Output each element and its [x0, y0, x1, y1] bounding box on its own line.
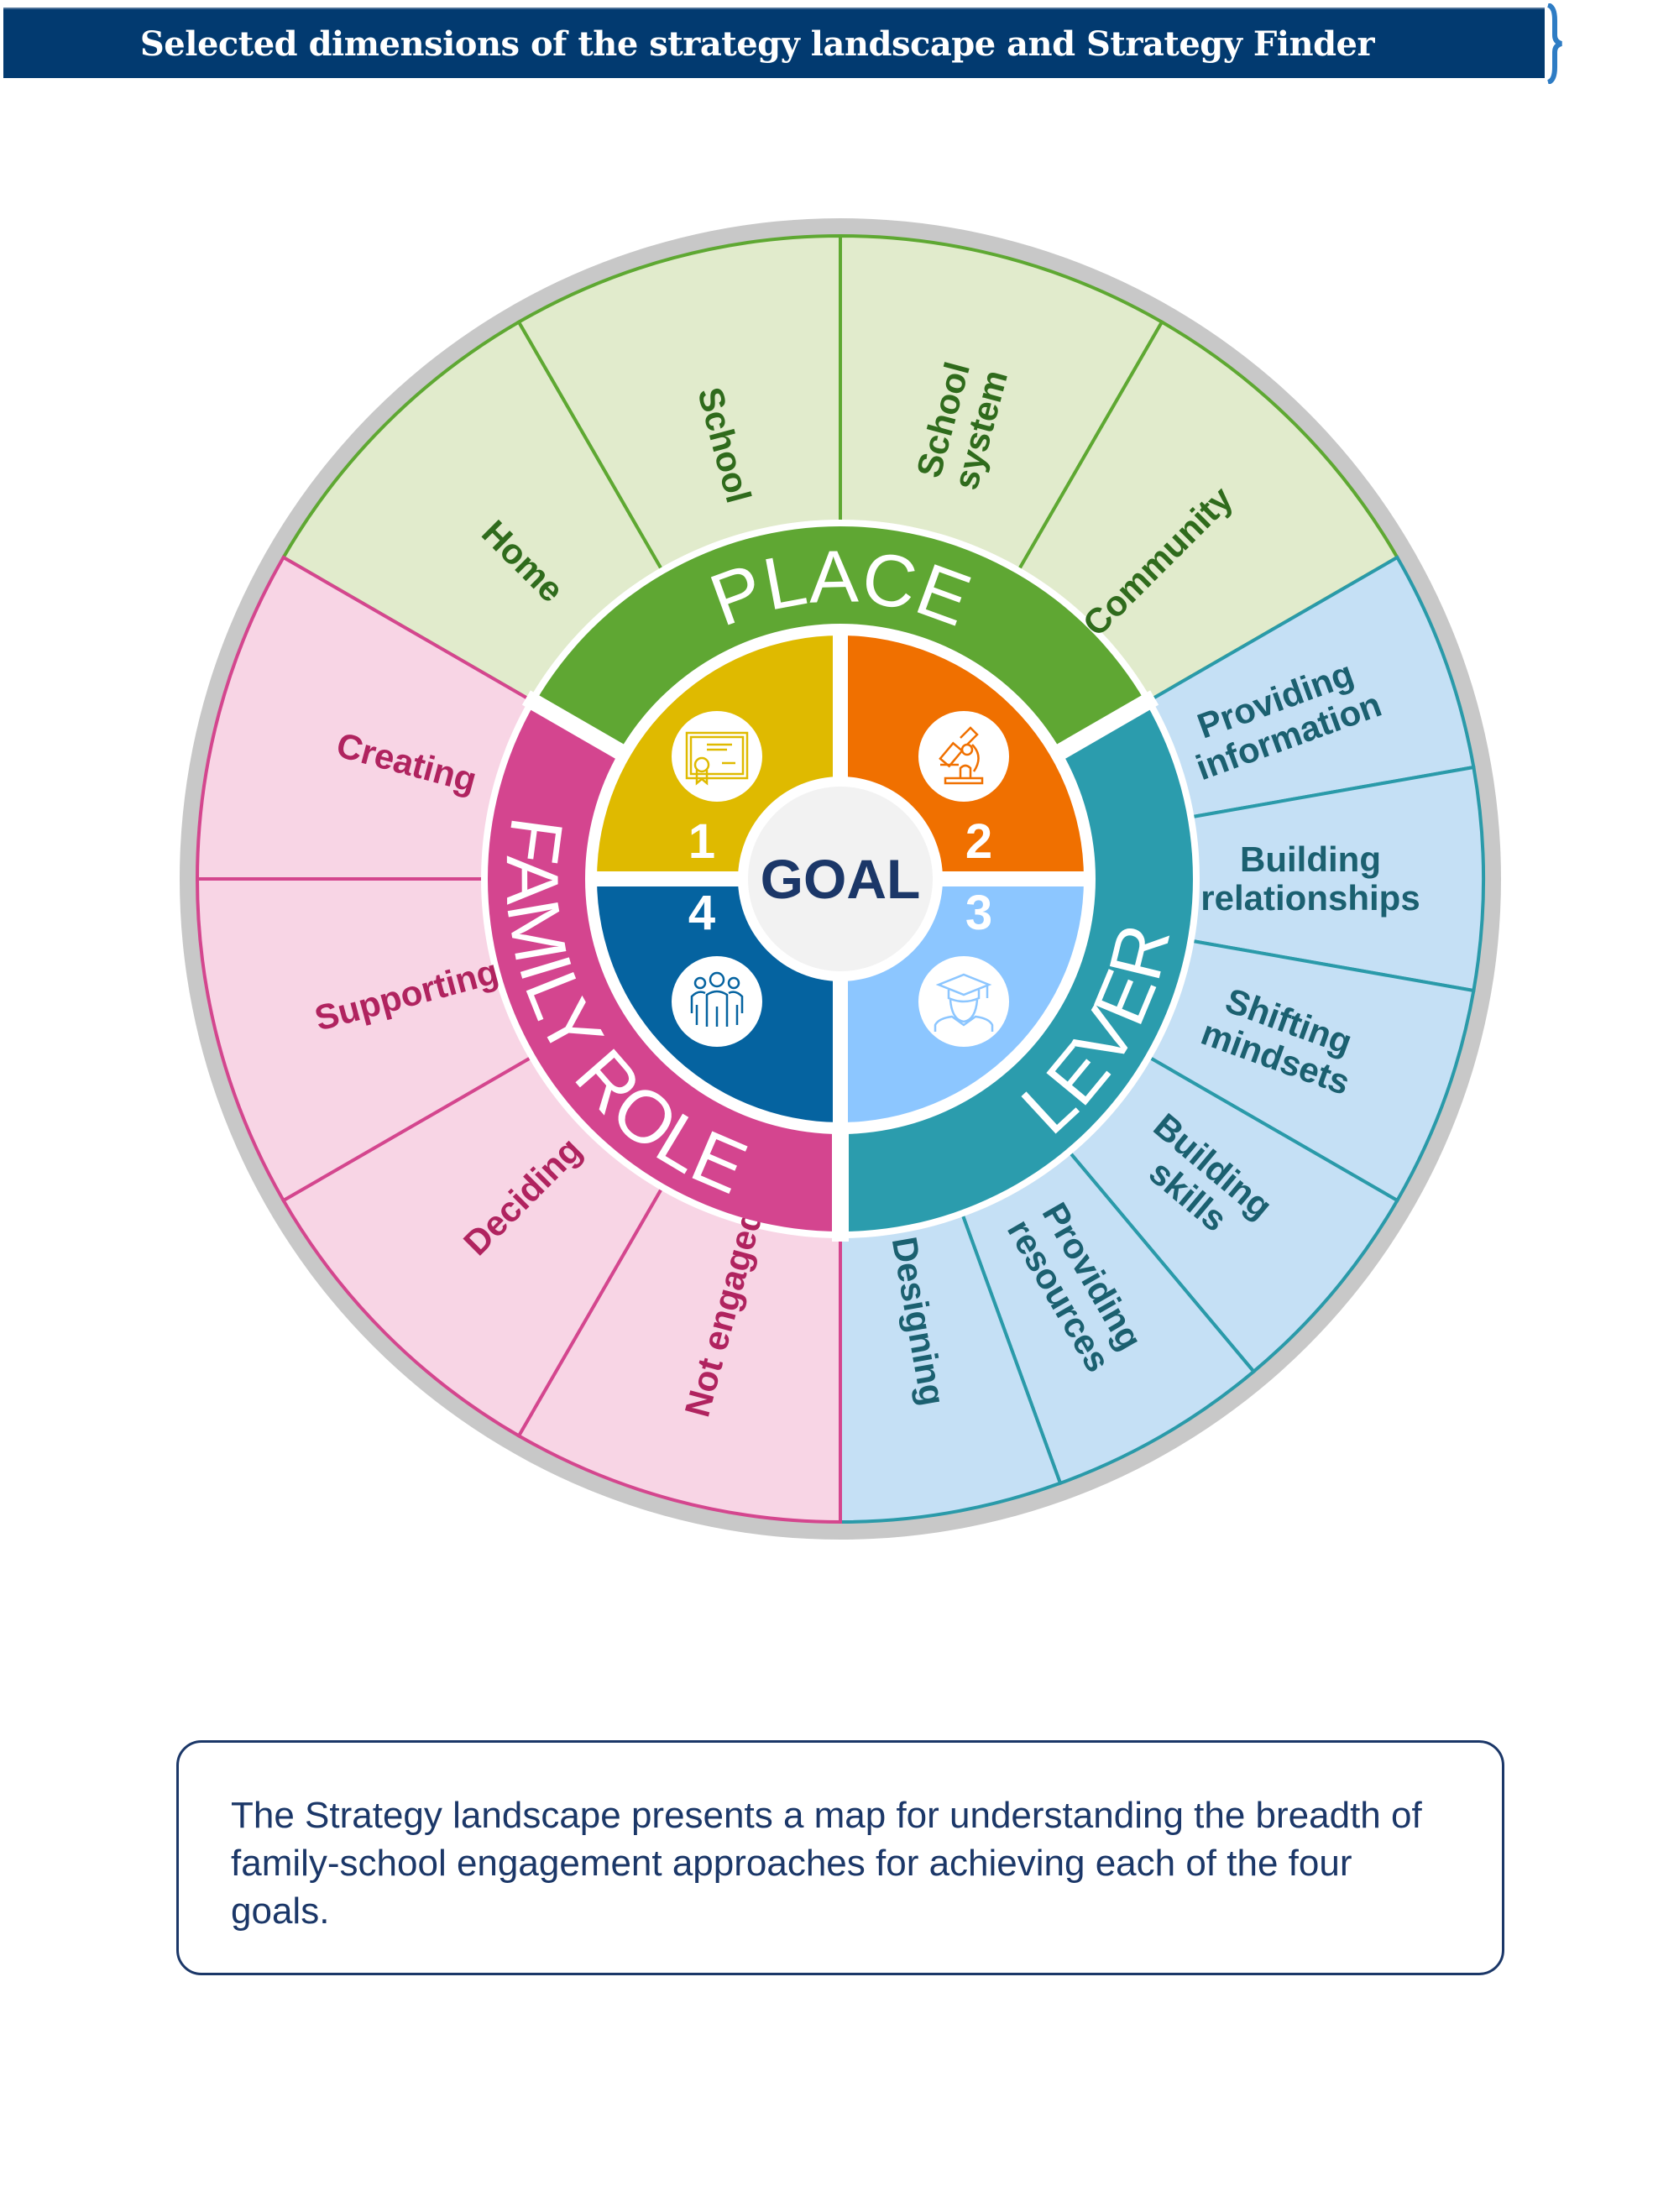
brace-icon [1546, 3, 1562, 84]
graduate-icon [918, 956, 1009, 1047]
goal-number: 1 [688, 814, 715, 869]
ring-divider [521, 690, 630, 763]
header-banner: Selected dimensions of the strategy land… [3, 8, 1545, 78]
certificate-icon [672, 711, 762, 802]
goal-label: GOAL [761, 848, 921, 910]
ring-family-role [487, 703, 840, 1232]
microscope-icon [918, 711, 1009, 802]
goal-number: 2 [965, 814, 992, 869]
caption-box: The Strategy landscape presents a map fo… [176, 1740, 1504, 1975]
goal-number: 4 [688, 886, 715, 940]
caption-text: The Strategy landscape presents a map fo… [231, 1795, 1422, 1932]
icon-background [672, 956, 762, 1047]
icon-background [918, 711, 1009, 802]
ring-divider [1050, 690, 1159, 763]
ring-lever [840, 703, 1193, 1232]
goal-circle [748, 787, 933, 971]
icon-background [672, 711, 762, 802]
segment-label-line: Building [1240, 839, 1381, 879]
ring-place [535, 526, 1146, 751]
segment-label-line: relationships [1200, 878, 1420, 918]
people-group-icon [672, 956, 762, 1047]
header-title: Selected dimensions of the strategy land… [139, 24, 1375, 64]
goal-number: 3 [965, 886, 992, 940]
